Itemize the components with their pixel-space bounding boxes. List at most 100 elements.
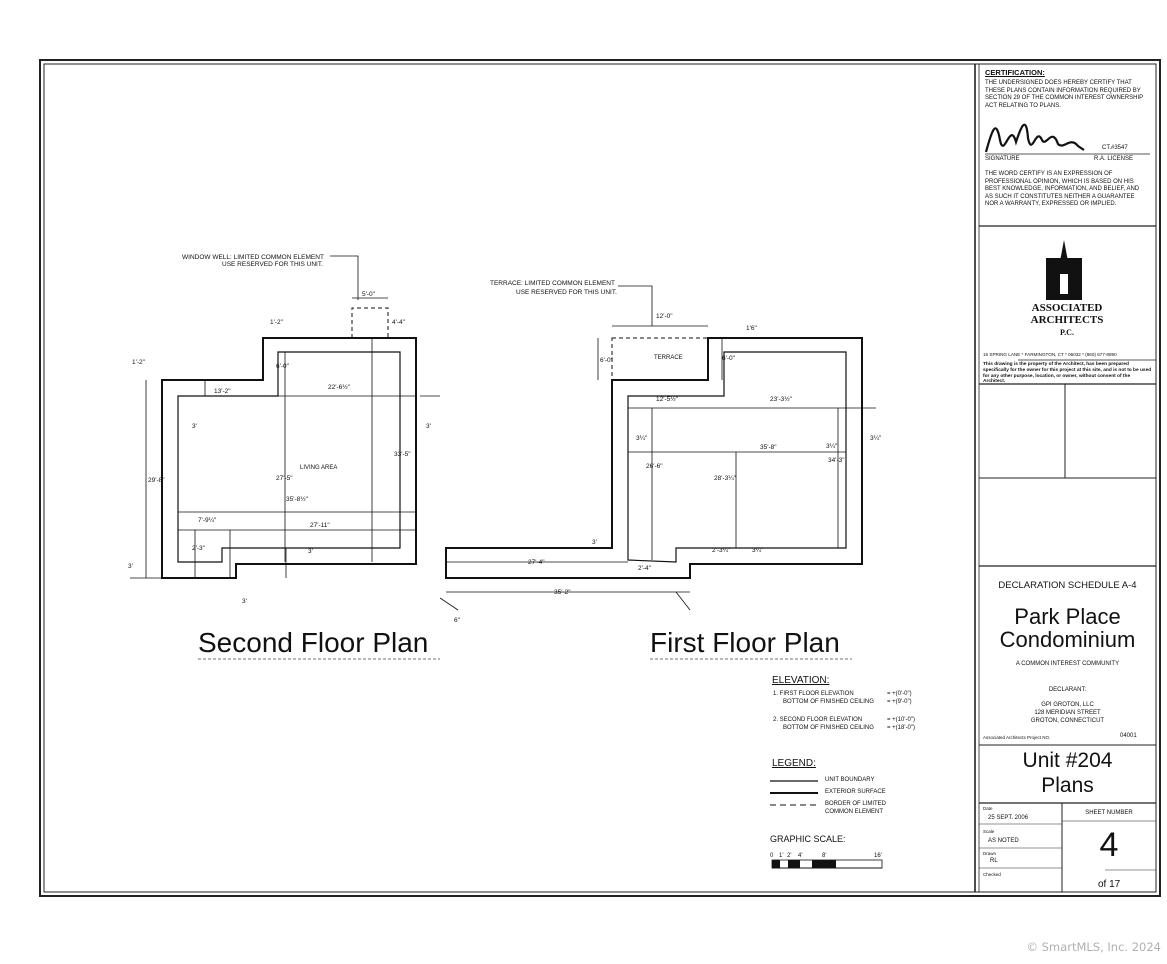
dim-label: 6'-0" — [276, 363, 290, 370]
dim-label: 4'-4" — [392, 319, 406, 326]
project-name-line1: Park Place — [1014, 604, 1121, 629]
legend-item: EXTERIOR SURFACE — [825, 789, 886, 795]
declarant-street: 128 MERIDIAN STREET — [1034, 710, 1101, 716]
license-label: R.A. LICENSE — [1094, 156, 1134, 162]
dim-label: 7'-9¼" — [198, 517, 217, 524]
certification-disclaimer: THE WORD CERTIFY IS AN EXPRESSION OF PRO… — [985, 171, 1140, 207]
project-number: 04001 — [1120, 733, 1137, 739]
dim-label: 3' — [128, 563, 133, 570]
outer-border — [39, 59, 1161, 897]
dim-label: 3¼" — [636, 435, 648, 442]
graphic-scale-title: GRAPHIC SCALE: — [770, 834, 846, 844]
second-floor-plan — [130, 255, 440, 579]
legend-item: COMMON ELEMENT — [825, 809, 884, 815]
dim-label: 3' — [192, 423, 197, 430]
second-floor-note-line2: USE RESERVED FOR THIS UNIT. — [222, 261, 323, 268]
date-label: Date — [983, 806, 993, 811]
dim-label: 22'-6½" — [328, 383, 351, 391]
dim-label: 28'-3¼" — [714, 475, 737, 482]
dim-label: 13'-2" — [214, 388, 231, 395]
legend-item: BORDER OF LIMITED — [825, 801, 887, 807]
dim-label: 33'-5" — [394, 451, 411, 458]
signature-scribble — [984, 123, 1085, 153]
elevation-line: BOTTOM OF FINISHED CEILING — [783, 725, 874, 731]
dim-label: 35'-8" — [760, 444, 777, 451]
architect-address: 15 SPRING LANE * FARMINGTON, CT * 06032 … — [983, 352, 1117, 357]
dim-label: 35'-2" — [554, 589, 571, 596]
dim-label: 29'-8" — [148, 477, 165, 484]
legend-lines — [770, 780, 818, 806]
dim-label: 6" — [454, 617, 461, 624]
graphic-scale-ticks: 0 1' 2' 4' 8' 16' — [770, 853, 882, 859]
scale-value: AS NOTED — [988, 838, 1019, 844]
legend-title: LEGEND: — [772, 758, 816, 769]
elevation-title: ELEVATION: — [772, 675, 830, 686]
scale-tick: 4' — [798, 853, 802, 859]
checked-label: Checked — [983, 872, 1001, 877]
copyright-notice: © SmartMLS, Inc. 2024 — [1026, 940, 1161, 954]
dim-label: 27'-5" — [276, 475, 293, 482]
first-floor-title: First Floor Plan — [650, 627, 840, 658]
sheet-number: 4 — [1099, 826, 1119, 864]
dim-label: 23'-3½" — [770, 395, 793, 403]
dim-label: 2'-4" — [638, 565, 652, 572]
scale-tick: 8' — [822, 853, 826, 859]
legend-item: UNIT BOUNDARY — [825, 777, 875, 783]
sheet-number-label: SHEET NUMBER — [1085, 810, 1133, 816]
declarant-city: GROTON, CONNECTICUT — [1030, 718, 1105, 724]
dim-label: 2'-3¼" — [712, 547, 731, 554]
architect-name-line2: ARCHITECTS — [1030, 314, 1104, 326]
date-value: 25 SEPT. 2006 — [988, 815, 1029, 821]
drawn-value: RL — [990, 858, 998, 864]
second-floor-title: Second Floor Plan — [198, 627, 428, 658]
dim-label: 6'-0" — [600, 357, 614, 364]
dim-label: 27'-4" — [528, 559, 545, 566]
project-name-line2: Condominium — [999, 627, 1136, 652]
dim-label: 3¼" — [826, 443, 838, 450]
dim-label: 5'-0" — [362, 291, 376, 298]
declaration-schedule: DECLARATION SCHEDULE A-4 — [998, 580, 1137, 591]
elevation-line: 2. SECOND FLOOR ELEVATION — [773, 717, 863, 723]
scale-tick: 1' — [779, 853, 783, 859]
unit-title-line2: Plans — [1041, 774, 1094, 797]
license-number: CT.#3547 — [1102, 145, 1128, 151]
room-label: LIVING AREA — [300, 465, 337, 471]
first-floor-plan — [439, 285, 876, 611]
certification-text: THE UNDERSIGNED DOES HEREBY CERTIFY THAT… — [985, 80, 1144, 109]
scale-tick: 16' — [874, 853, 882, 859]
dim-label: 35'-8½" — [286, 495, 309, 503]
title-block-frame — [974, 64, 1156, 892]
dim-label: 1'-2" — [132, 359, 146, 366]
project-subtitle: A COMMON INTEREST COMMUNITY — [1015, 661, 1120, 667]
graphic-scale-bar — [771, 859, 883, 869]
architect-logo — [1018, 240, 1156, 361]
elevation-line: BOTTOM OF FINISHED CEILING — [783, 699, 874, 705]
architect-notice: This drawing is the property of the Arch… — [983, 362, 1152, 385]
dim-label: 12'-0" — [656, 313, 673, 320]
project-number-label: Associated Architects Project NO. — [983, 735, 1051, 740]
elevation-line: 1. FIRST FLOOR ELEVATION — [773, 691, 854, 697]
dim-label: 2'-3" — [192, 545, 206, 552]
dim-label: 3¼" — [870, 435, 882, 442]
dim-label: 6'-0" — [722, 355, 736, 362]
sheet-of: of 17 — [1098, 879, 1121, 890]
signature-label: SIGNATURE — [985, 156, 1020, 162]
first-floor-note-line2: USE RESERVED FOR THIS UNIT. — [516, 289, 617, 296]
unit-title-line1: Unit #204 — [1022, 749, 1113, 772]
dim-label: 3¼" — [752, 547, 764, 554]
declarant-name: GPI GROTON, LLC — [1041, 702, 1094, 708]
scale-tick: 0 — [770, 853, 774, 859]
scale-label: Scale — [983, 829, 995, 834]
elevation-value: = +(18'-0") — [887, 725, 915, 731]
dim-label: 27'-11" — [310, 522, 330, 529]
elevation-value: = +(10'-0") — [887, 717, 915, 723]
dim-label: 3' — [592, 539, 597, 546]
certification-title: CERTIFICATION: — [985, 68, 1045, 77]
dim-label: 34'-3" — [828, 457, 845, 464]
elevation-value: = +(9'-0") — [887, 699, 912, 705]
dim-label: 3' — [308, 548, 313, 555]
dim-label: 1'6" — [746, 325, 757, 332]
architect-suffix: P.C. — [1060, 328, 1074, 337]
